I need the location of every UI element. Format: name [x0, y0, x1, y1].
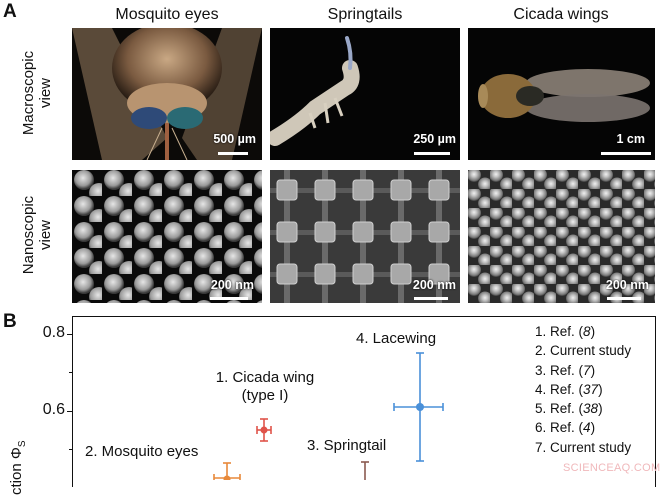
- scalebar: [607, 297, 641, 300]
- ytick-0.8: [67, 334, 73, 336]
- cicada-nanostructure: [468, 170, 655, 303]
- springtail-illustration: [270, 28, 460, 160]
- annotation-springtail: 3. Springtail: [307, 437, 387, 454]
- cicada-nano-image: 200 nm: [468, 170, 655, 303]
- ytick-0.7: [69, 372, 73, 374]
- annotation-lacewing: 4. Lacewing: [356, 330, 437, 347]
- cicada-illustration: [468, 28, 655, 160]
- legend-item-2: 2. Current study: [535, 343, 632, 359]
- scalebar-label: 1 cm: [616, 132, 646, 146]
- legend-item-6: 6. Ref. (4): [535, 420, 596, 436]
- panel-a-letter: A: [3, 1, 17, 22]
- springtail-macro-image: 250 µm: [270, 28, 460, 160]
- legend-item-7: 7. Current study: [535, 439, 632, 455]
- ytick-label-0.6: 0.6: [42, 401, 65, 418]
- scalebar: [210, 297, 248, 300]
- legend-item-4: 4. Ref. (37): [535, 381, 603, 397]
- scalebar: [601, 152, 651, 155]
- row-label-macroscopic: Macroscopic view: [20, 50, 54, 136]
- column-title-cicada: Cicada wings: [513, 6, 609, 23]
- annotation-cicada-wing: 1. Cicada wing (type I): [215, 369, 315, 404]
- column-title-springtails: Springtails: [327, 6, 403, 23]
- scalebar-label: 200 nm: [412, 278, 456, 292]
- mosquito-illustration: [72, 28, 262, 160]
- springtail-nano-image: 200 nm: [270, 170, 460, 303]
- springtail-nanostructure: [270, 170, 460, 303]
- row-label-nanoscopic: Nanoscopic view: [20, 195, 54, 275]
- panel-b-letter: B: [3, 311, 17, 332]
- scalebar-label: 200 nm: [605, 278, 649, 292]
- scalebar: [218, 152, 248, 155]
- scalebar-label: 500 µm: [213, 132, 256, 146]
- watermark: SCIENCEAQ.COM: [563, 462, 660, 474]
- mosquito-nano-image: 200 nm: [72, 170, 262, 303]
- ytick-0.6: [67, 411, 73, 413]
- legend-item-1: 1. Ref. (8): [535, 324, 596, 339]
- mosquito-nanostructure: [72, 170, 262, 303]
- annotation-mosquito-eyes: 2. Mosquito eyes: [85, 443, 199, 460]
- column-title-mosquito: Mosquito eyes: [115, 6, 219, 23]
- legend-item-5: 5. Ref. (38): [535, 401, 603, 417]
- ytick-0.5: [69, 449, 73, 451]
- legend-item-3: 3. Ref. (7): [535, 362, 596, 378]
- scalebar: [414, 152, 450, 155]
- scalebar: [414, 297, 448, 300]
- cicada-macro-image: 1 cm: [468, 28, 655, 160]
- mosquito-macro-image: 500 µm: [72, 28, 262, 160]
- scalebar-label: 250 µm: [413, 132, 456, 146]
- legend: 1. Ref. (8) 2. Current study 3. Ref. (7)…: [535, 322, 631, 457]
- plot-area: [72, 316, 656, 487]
- ytick-label-0.8: 0.8: [42, 324, 65, 341]
- y-axis-label: ction ΦS: [8, 440, 28, 495]
- scalebar-label: 200 nm: [210, 278, 254, 292]
